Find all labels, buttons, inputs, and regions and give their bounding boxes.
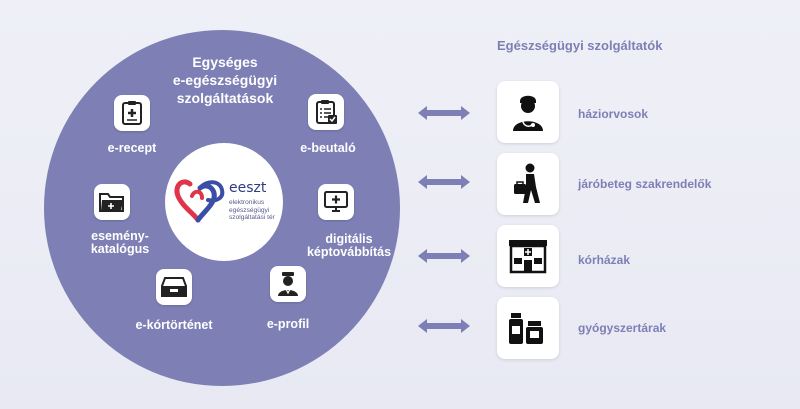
double-arrow-icon (418, 106, 470, 120)
service-label-e-recept: e-recept (92, 142, 172, 155)
prescription-icon (114, 95, 150, 131)
service-label-line: e-beutaló (300, 141, 356, 155)
provider-label-jarobeteg-szakrendelok: járóbeteg szakrendelők (578, 177, 712, 191)
checklist-icon (308, 94, 344, 130)
doctor-profile-icon (270, 266, 306, 302)
service-label-line: e-profil (266, 317, 310, 331)
providers-title: Egészségügyi szolgáltatók (497, 38, 663, 53)
walking-patient-icon (497, 153, 559, 215)
circle-title-line: Egységes (192, 54, 258, 70)
circle-title-line: szolgáltatások (176, 90, 274, 106)
doctor-icon (497, 81, 559, 143)
service-label-e-beutalo: e-beutaló (288, 142, 368, 155)
eeszt-logo-name: eeszt (229, 180, 267, 196)
medical-monitor-icon (318, 184, 354, 220)
eeszt-logo-icon (174, 179, 225, 223)
logo-subtitle-line: elektronikus (229, 199, 265, 206)
service-label-digitalis-keptovabbitas: digitális képtovábbítás (300, 233, 398, 259)
archive-box-icon (156, 269, 192, 305)
service-label-line: esemény- (91, 229, 149, 243)
service-label-e-profil: e-profil (250, 318, 326, 331)
folder-icon (94, 184, 130, 220)
service-label-e-kortortenet: e-kórtörténet (124, 319, 224, 332)
provider-label-korhazak: kórházak (578, 253, 631, 267)
double-arrow-icon (418, 319, 470, 333)
hospital-icon (497, 225, 559, 287)
logo-subtitle-line: egészségügyi (229, 206, 270, 214)
eeszt-logo-subtitle: elektronikus egészségügyi szolgáltatási … (229, 199, 289, 222)
circle-title-line: e-egészségügyi (172, 72, 278, 88)
circle-title: Egységes e-egészségügyi szolgáltatások (140, 53, 310, 107)
service-label-esemeny-katalogus: esemény- katalógus (74, 230, 166, 256)
logo-subtitle-line: szolgáltatási tér (229, 214, 275, 221)
double-arrow-icon (418, 249, 470, 263)
double-arrow-icon (418, 175, 470, 189)
pharmacy-bottles-icon (497, 297, 559, 359)
service-label-line: digitális (325, 232, 373, 246)
provider-label-gyogyszertarak: gyógyszertárak (578, 321, 667, 335)
provider-label-haziorvosok: háziorvosok (578, 107, 649, 121)
service-label-line: képtovábbítás (306, 245, 392, 259)
service-label-line: e-recept (107, 141, 157, 155)
service-label-line: e-kórtörténet (135, 318, 213, 332)
service-label-line: katalógus (90, 242, 150, 256)
